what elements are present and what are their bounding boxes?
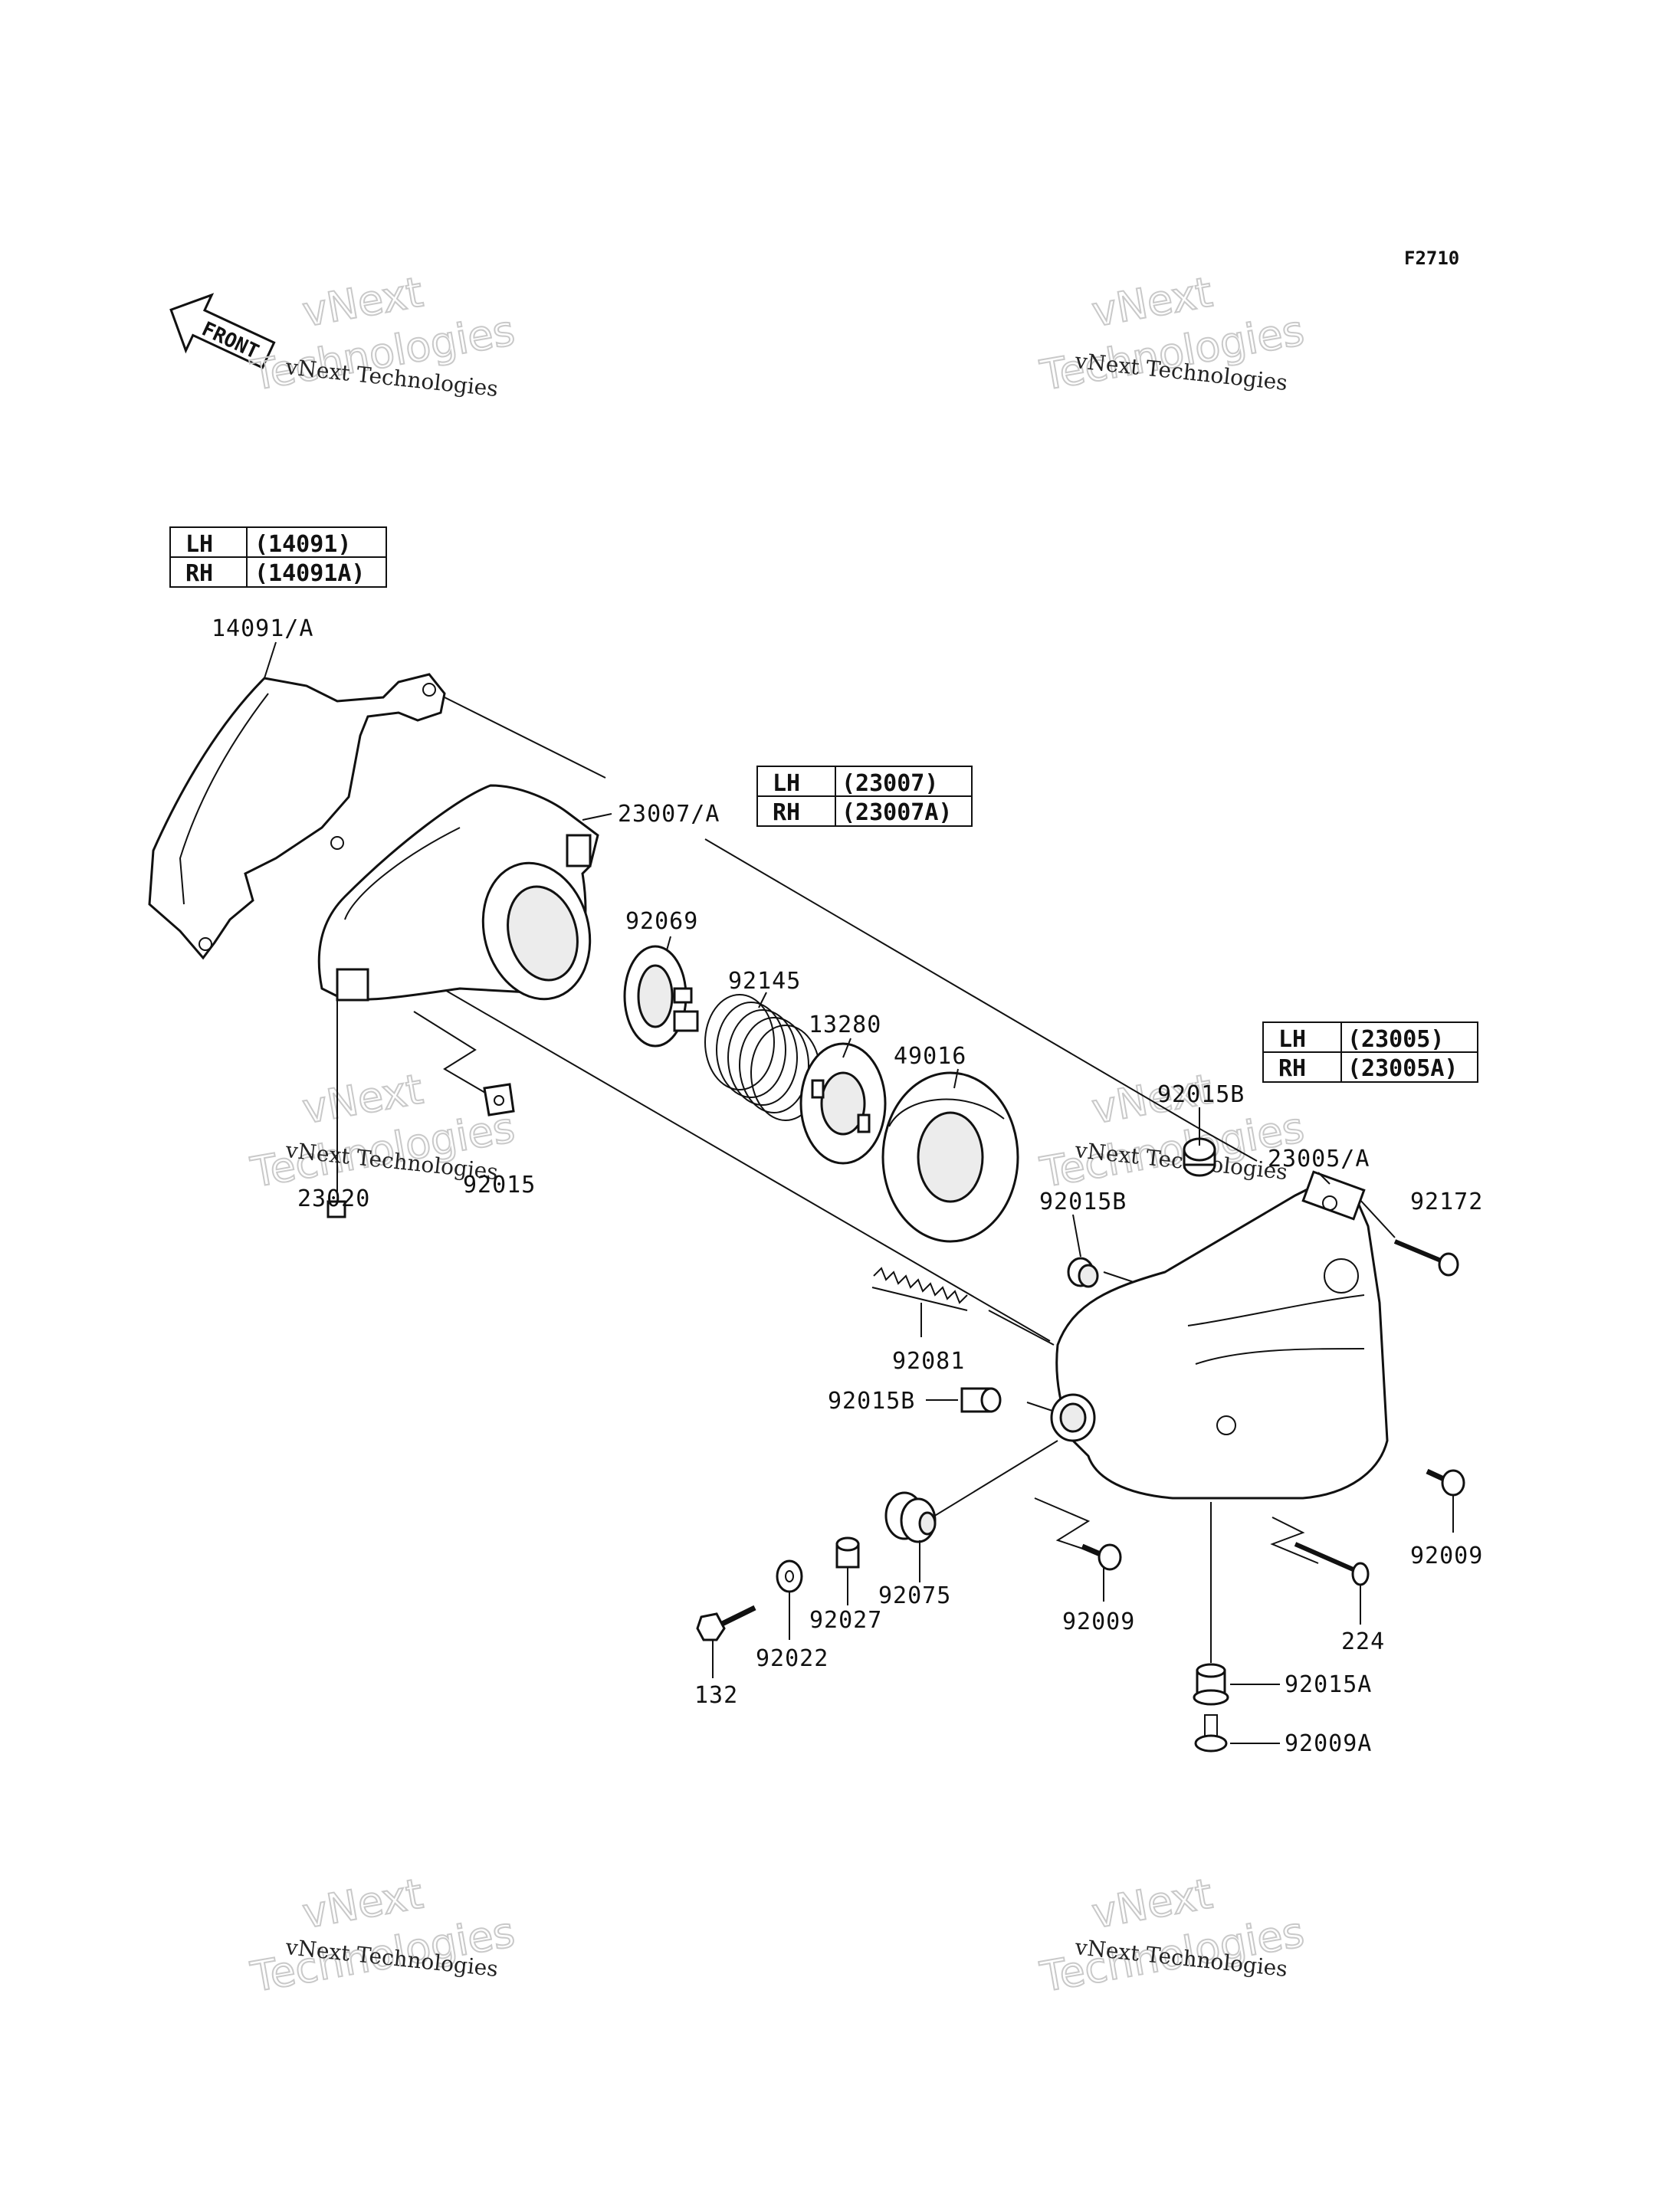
svg-text:RH: RH (185, 560, 213, 587)
label-224: 224 (1341, 1628, 1385, 1655)
collar-part-middle (1067, 1257, 1099, 1288)
headlight-housing-part (1050, 1170, 1389, 1500)
svg-text:(23007): (23007) (842, 770, 938, 797)
clip-part (326, 1200, 346, 1218)
label-92022: 92022 (756, 1645, 829, 1672)
nut-part (483, 1083, 515, 1117)
bolt-part-lower (1081, 1543, 1122, 1571)
collar-part-92015A (1193, 1663, 1229, 1706)
adjuster-spring-part (871, 1267, 968, 1311)
bulb-holder-part (799, 1042, 887, 1165)
label-13280: 13280 (809, 1012, 881, 1038)
screw-part-92172 (1393, 1239, 1459, 1277)
label-23007-a: 23007/A (618, 801, 720, 828)
bulb-part (623, 945, 699, 1048)
headlight-unit-part (317, 784, 599, 1002)
svg-text:(23005A): (23005A) (1347, 1055, 1459, 1082)
svg-text:RH: RH (773, 799, 800, 826)
svg-text:(23005): (23005) (1347, 1026, 1444, 1053)
label-14091-a: 14091/A (212, 615, 313, 642)
label-92015b-top: 92015B (1157, 1081, 1245, 1108)
svg-text:LH: LH (773, 770, 800, 797)
label-92027: 92027 (809, 1607, 882, 1634)
label-23020: 23020 (297, 1185, 370, 1212)
label-92172: 92172 (1410, 1189, 1483, 1215)
label-leaders (264, 641, 1454, 1744)
label-92075: 92075 (878, 1582, 951, 1609)
bolt-part-132 (696, 1605, 756, 1641)
label-92069: 92069 (625, 908, 698, 935)
diagram-code: F2710 (1404, 248, 1459, 269)
label-92015a: 92015A (1285, 1671, 1372, 1698)
spring-part (704, 994, 821, 1121)
bolt-part-right (1426, 1468, 1465, 1497)
table-headlight-lh-rh: LH (23007) RH (23007A) (756, 766, 973, 827)
svg-text:RH: RH (1278, 1055, 1306, 1082)
label-49016: 49016 (894, 1043, 966, 1070)
svg-text:(14091A): (14091A) (254, 560, 366, 587)
label-23005-a: 23005/A (1268, 1146, 1370, 1172)
bolt-part-92009A (1194, 1714, 1228, 1753)
grommet-part (884, 1491, 937, 1543)
label-92009a: 92009A (1285, 1730, 1372, 1757)
svg-text:LH: LH (185, 531, 213, 558)
svg-text:LH: LH (1278, 1026, 1306, 1053)
washer-part (776, 1559, 803, 1593)
label-92145: 92145 (728, 968, 801, 995)
label-92015b-lower: 92015B (828, 1388, 915, 1415)
rubber-boot-part (881, 1071, 1019, 1243)
svg-text:(14091): (14091) (254, 531, 351, 558)
table-cover-lh-rh: LH (14091) RH (14091A) (169, 526, 387, 588)
label-92081: 92081 (892, 1348, 965, 1375)
collar-part-lower (960, 1387, 1002, 1413)
headlight-cover-part (148, 673, 446, 960)
label-92009-lower: 92009 (1062, 1608, 1135, 1635)
collar-part-92027 (835, 1536, 860, 1569)
table-housing-lh-rh: LH (23005) RH (23005A) (1262, 1021, 1478, 1083)
label-92009-right: 92009 (1410, 1543, 1483, 1569)
label-132: 132 (694, 1682, 738, 1709)
collar-part-top (1183, 1137, 1216, 1177)
long-screw-part (1294, 1542, 1370, 1586)
label-92015b-middle: 92015B (1039, 1189, 1127, 1215)
svg-text:(23007A): (23007A) (842, 799, 953, 826)
label-92015: 92015 (463, 1172, 536, 1199)
